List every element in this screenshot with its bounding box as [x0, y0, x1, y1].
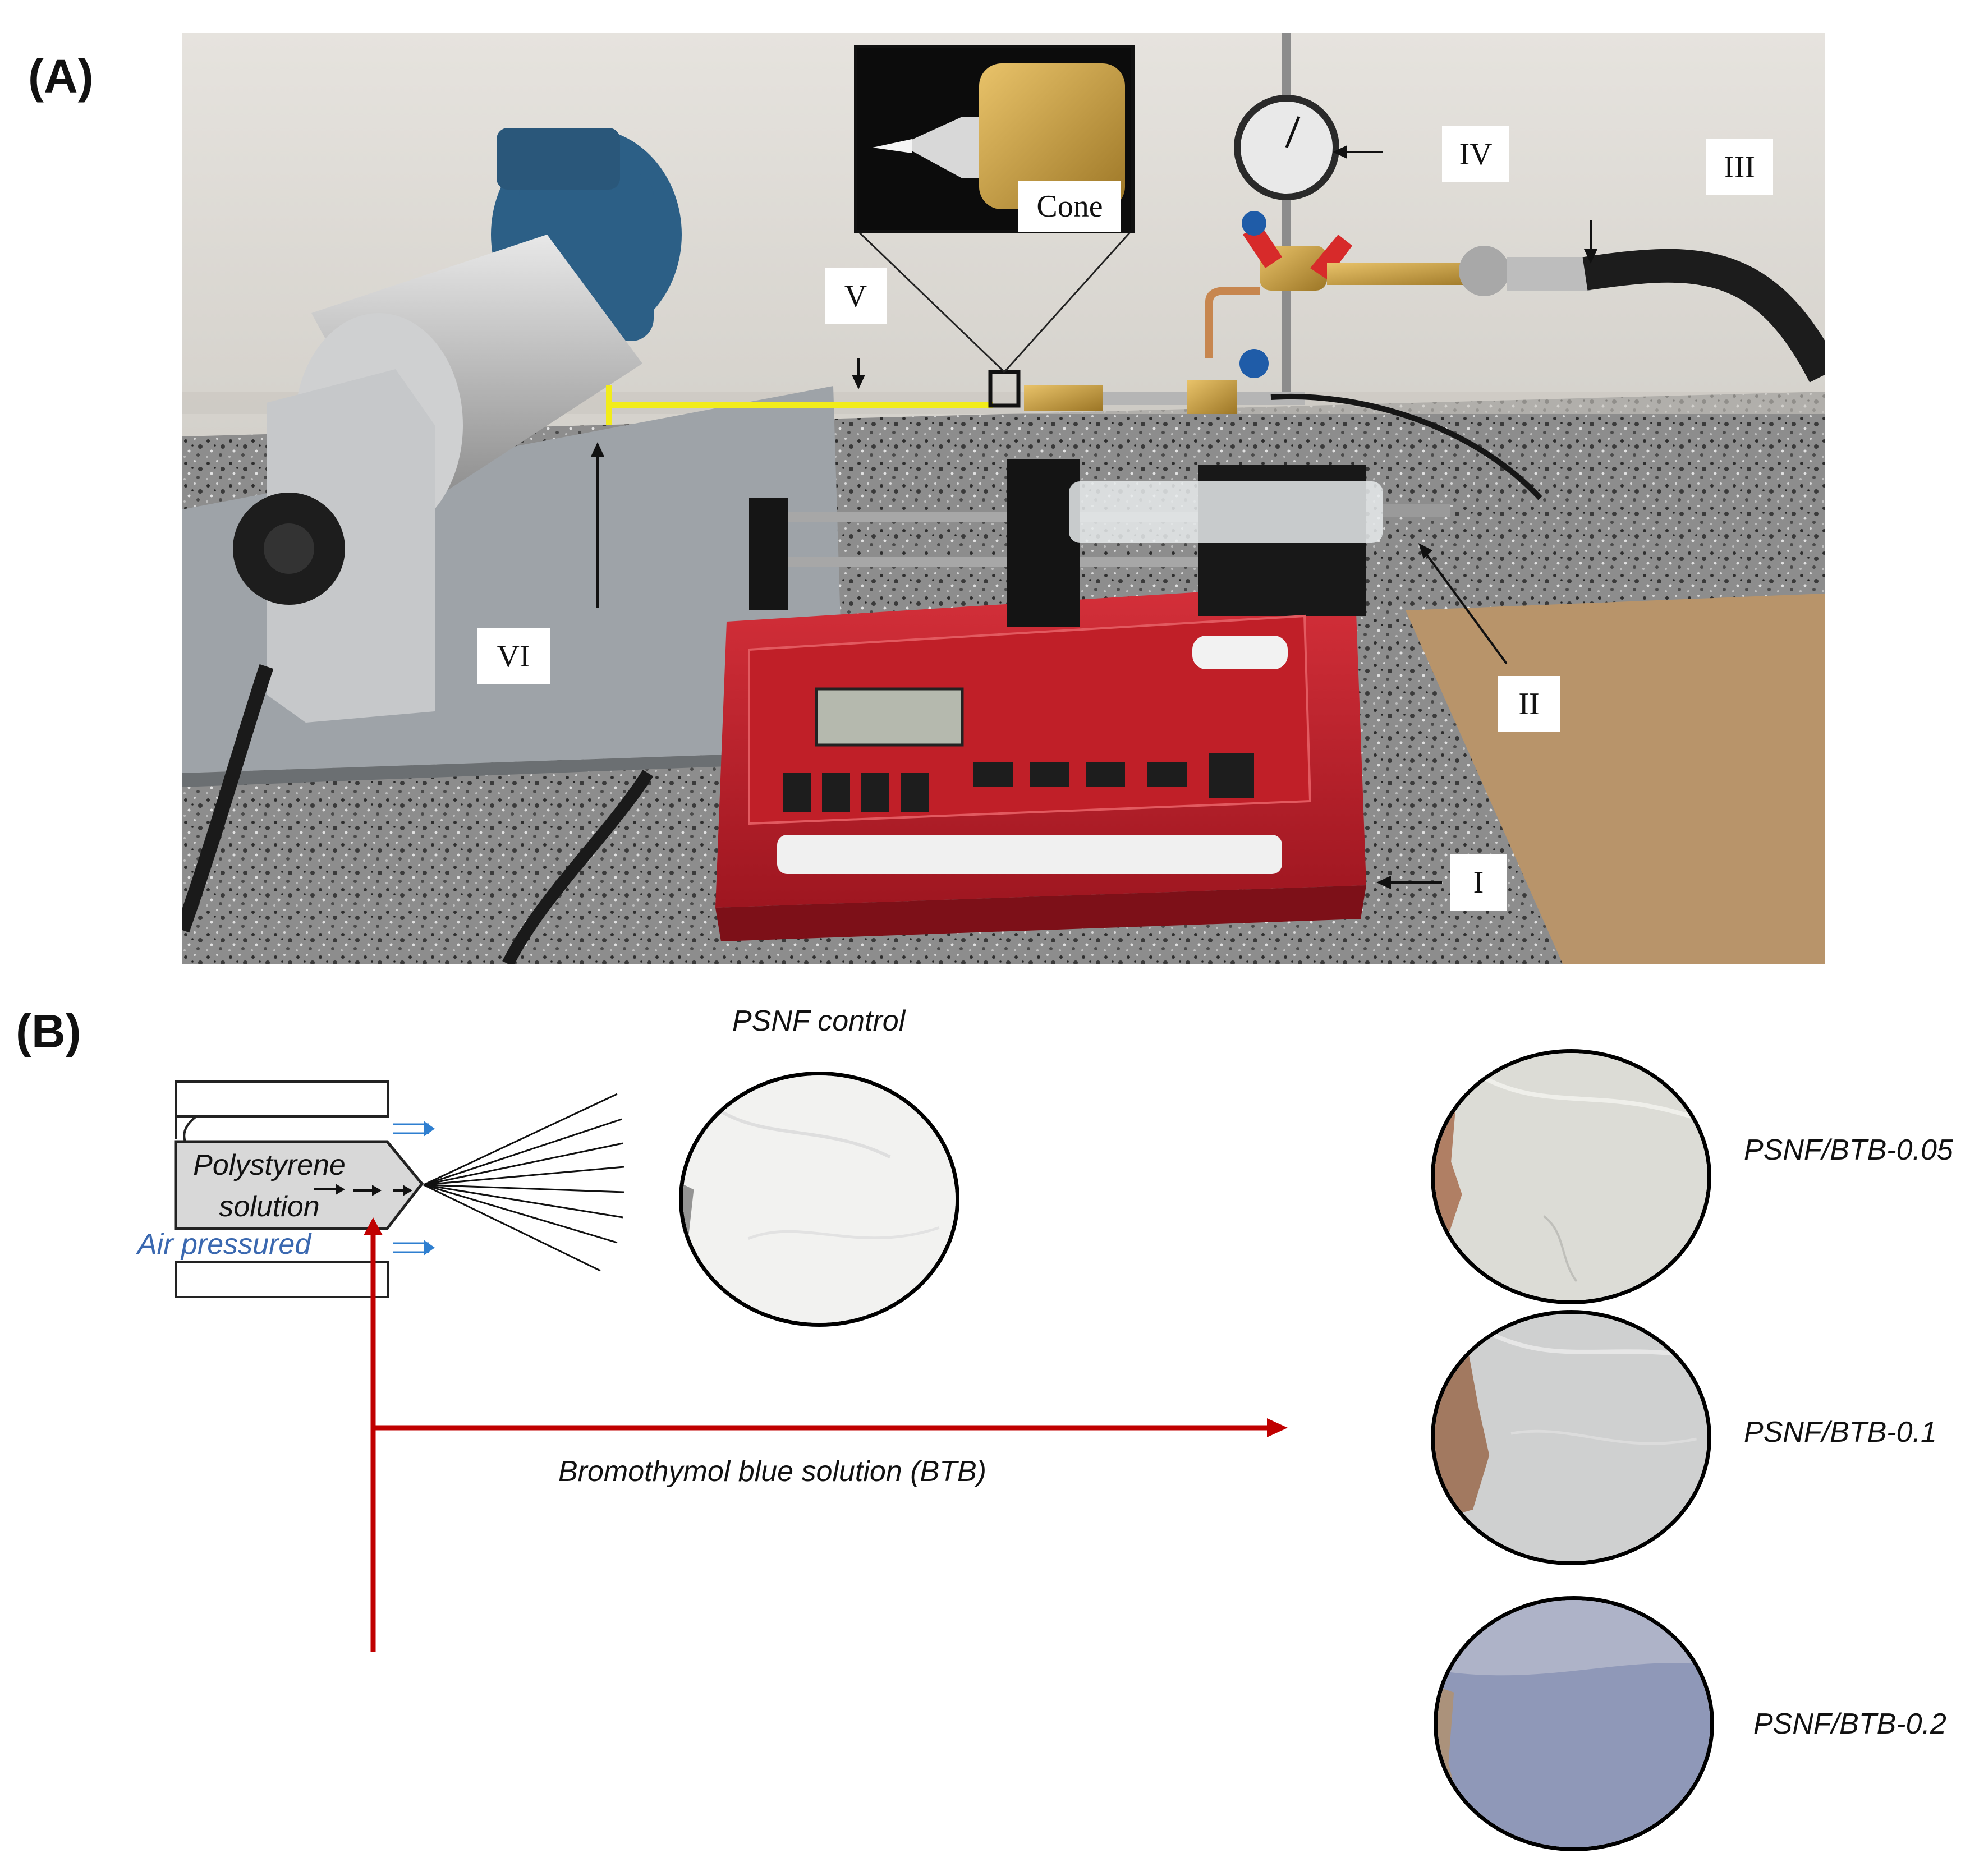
- sample-label-control: PSNF control: [732, 1005, 906, 1037]
- callout-vi: VI: [477, 628, 550, 684]
- sample-circle-control: [679, 1072, 959, 1327]
- polystyrene-solution-label: Polystyrene solution: [193, 1149, 346, 1223]
- sample-circle-01: [1431, 1310, 1711, 1565]
- nozzle-lower-tube: [175, 1261, 389, 1298]
- sample-label-01: PSNF/BTB-0.1: [1744, 1416, 1937, 1449]
- setup-photo: [182, 33, 1825, 964]
- callout-v: V: [825, 268, 887, 324]
- callout-iii: III: [1706, 139, 1773, 195]
- callout-i: I: [1450, 854, 1507, 911]
- sample-circle-005: [1431, 1049, 1711, 1304]
- sample-label-02: PSNF/BTB-0.2: [1753, 1708, 1946, 1740]
- nozzle-inner: [174, 1140, 424, 1230]
- callout-iv: IV: [1442, 126, 1509, 182]
- sample-label-005: PSNF/BTB-0.05: [1744, 1134, 1953, 1166]
- panel-label-a: (A): [28, 50, 94, 103]
- sample-circle-02: [1434, 1596, 1714, 1851]
- callout-cone: Cone: [1018, 181, 1121, 232]
- air-pressured-label: Air pressured: [137, 1228, 311, 1261]
- schematic-diagram: [174, 1080, 1288, 1652]
- callout-ii: II: [1498, 676, 1560, 732]
- btb-solution-label: Bromothymol blue solution (BTB): [558, 1455, 986, 1488]
- nozzle-upper-tube: [175, 1080, 389, 1118]
- panel-label-b: (B): [16, 1005, 81, 1057]
